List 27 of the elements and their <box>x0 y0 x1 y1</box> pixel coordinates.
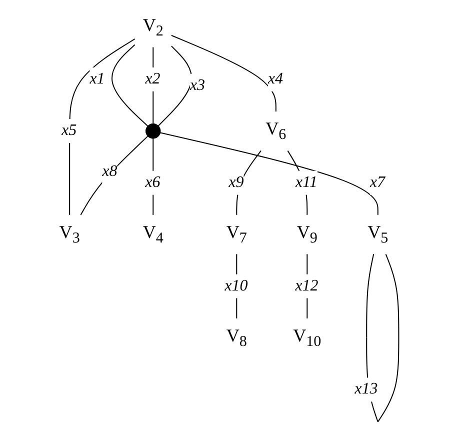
edge-label: x7 <box>370 174 386 191</box>
node-text: V$_{6}$ <box>266 118 286 144</box>
edge-label: x1 <box>90 70 105 88</box>
node-text: V$_{3}$ <box>59 222 80 247</box>
connector <box>80 136 148 216</box>
edge-label: x2 <box>145 70 160 88</box>
node-text: V$_{5}$ <box>368 222 388 247</box>
node-text: V$_{2}$ <box>142 15 164 40</box>
connector <box>112 44 148 127</box>
edge-label: x5 <box>62 122 77 140</box>
connector <box>158 46 192 126</box>
edge-label: x9 <box>228 174 244 191</box>
node-text: V$_{10}$ <box>293 325 322 350</box>
edge-label: x10 <box>224 277 248 294</box>
edge-label: x11 <box>295 174 318 191</box>
node-text: V$_{7}$ <box>226 222 247 247</box>
edge-label: x12 <box>295 277 318 294</box>
node-text: V$_{9}$ <box>296 222 318 247</box>
edge-label: x8 <box>102 163 118 180</box>
edge-label: x6 <box>145 174 160 191</box>
node-text: V$_{8}$ <box>226 325 247 350</box>
edge-label: x4 <box>268 70 284 88</box>
connector <box>69 38 136 215</box>
edge-label: x3 <box>190 77 205 94</box>
node-text: V$_{4}$ <box>142 222 164 247</box>
connector <box>171 34 276 112</box>
edge-label: x13 <box>354 380 378 398</box>
